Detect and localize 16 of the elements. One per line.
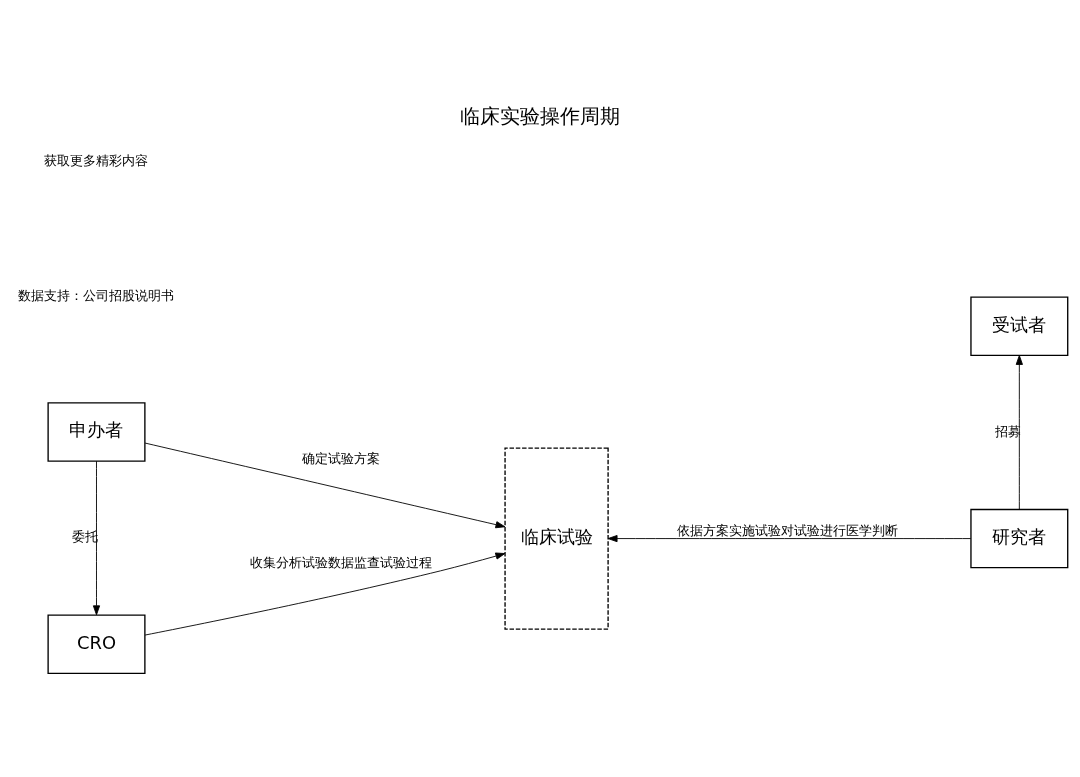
- label: 数据支持：公司招股说明书: [18, 287, 175, 303]
- edge-label: 收集分析试验数据监查试验过程: [249, 555, 432, 571]
- edge-label: 确定试验方案: [301, 451, 380, 467]
- node-box: 申办者: [47, 402, 146, 462]
- node-box: 临床试验: [504, 447, 609, 630]
- arrow: [92, 460, 101, 616]
- arrow: [607, 535, 972, 543]
- edge-label: 依据方案实施试验对试验进行医学判断: [677, 523, 899, 539]
- label: 获取更多精彩内容: [44, 152, 149, 168]
- arrow: [144, 442, 506, 529]
- node-box: 受试者: [970, 296, 1069, 357]
- node-box: 研究者: [970, 508, 1069, 569]
- diagram-title: 临床实验操作周期: [460, 104, 620, 128]
- node-box: CRO: [47, 614, 146, 675]
- arrow: [1015, 355, 1023, 510]
- arrow: [144, 552, 506, 636]
